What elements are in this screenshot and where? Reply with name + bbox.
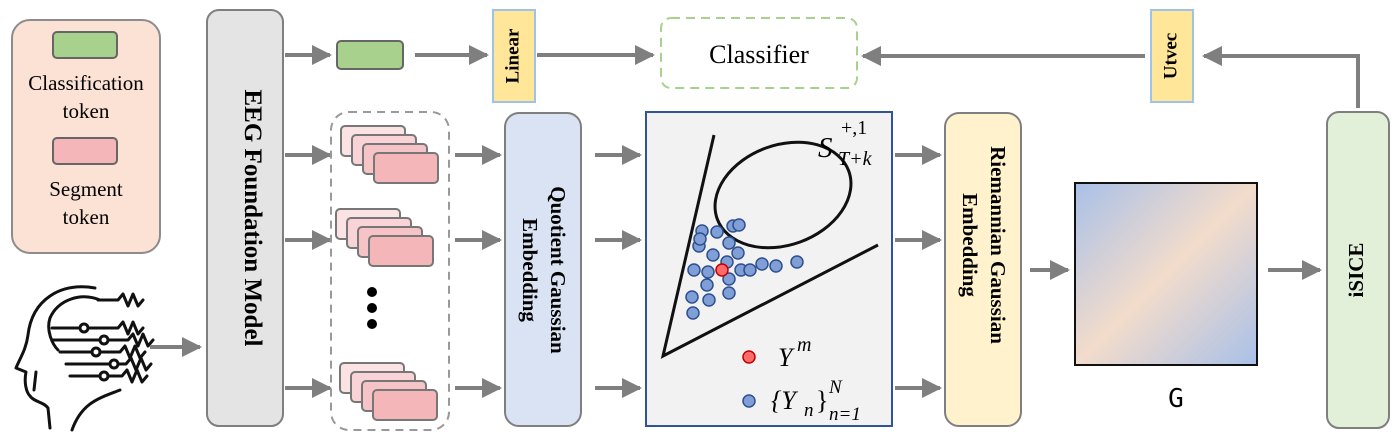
linear-label: Linear (502, 28, 523, 83)
isice-block: iSICE (1326, 111, 1390, 429)
linear-block: Linear (492, 9, 536, 103)
segment-stack-1 (340, 125, 439, 184)
legend-set-marker (742, 394, 756, 408)
space-symbol: S (818, 132, 833, 164)
space-superscript: +,1 (841, 117, 867, 139)
segment-stack-3 (339, 362, 438, 421)
ellipsis-dots (367, 287, 377, 329)
classification-token (336, 40, 404, 70)
sample-points (685, 218, 804, 320)
segment-token-swatch (52, 137, 118, 165)
isice-label: iSICE (1344, 243, 1368, 298)
set-subscript-range: n=1 (829, 404, 861, 425)
segment-stack-2 (335, 208, 434, 267)
eeg-model-label: EEG Foundation Model (239, 90, 266, 347)
brain-head-icon (14, 285, 155, 432)
eeg-foundation-model-block: EEG Foundation Model (206, 9, 284, 427)
mean-superscript: m (797, 334, 811, 356)
utvec-block: Utvec (1150, 9, 1194, 103)
gram-matrix-g: G (1074, 182, 1258, 414)
spd-manifold-panel: S +,1 T+k Y m {Y n } N n=1 (645, 111, 893, 427)
utvec-label: Utvec (1160, 33, 1181, 79)
quotient-label-1: Quotient Gaussian (546, 186, 570, 354)
matrix-label: G (1168, 384, 1184, 414)
classifier-label: Classifier (709, 40, 809, 69)
set-open: {Y (771, 386, 798, 415)
mean-symbol: Y (778, 343, 795, 372)
classification-label-2: token (63, 99, 110, 123)
quotient-gaussian-embedding-block: Quotient Gaussian Embedding (504, 112, 582, 427)
quotient-label-2: Embedding (518, 218, 542, 322)
segment-label: Segment (49, 177, 123, 201)
riemannian-label-1: Riemannian Gaussian (986, 146, 1010, 344)
segment-label-2: token (63, 205, 110, 229)
mean-point (715, 263, 729, 277)
cone-shape (660, 134, 879, 359)
segment-token-group (330, 111, 450, 431)
legend-mean-marker (742, 350, 756, 364)
set-close: } (816, 386, 828, 415)
set-superscript: N (828, 377, 843, 398)
riemannian-gaussian-embedding-block: Riemannian Gaussian Embedding (944, 112, 1022, 427)
arrow-isice-to-utvec (1202, 46, 1360, 108)
space-subscript: T+k (838, 148, 873, 170)
classifier-block: Classifier (660, 17, 858, 89)
legend-box: Classification token Segment token (11, 19, 161, 254)
classification-token-swatch (52, 31, 118, 59)
classification-label: Classification (28, 71, 144, 95)
riemannian-label-2: Embedding (958, 193, 982, 297)
set-sub-n: n (804, 400, 814, 421)
